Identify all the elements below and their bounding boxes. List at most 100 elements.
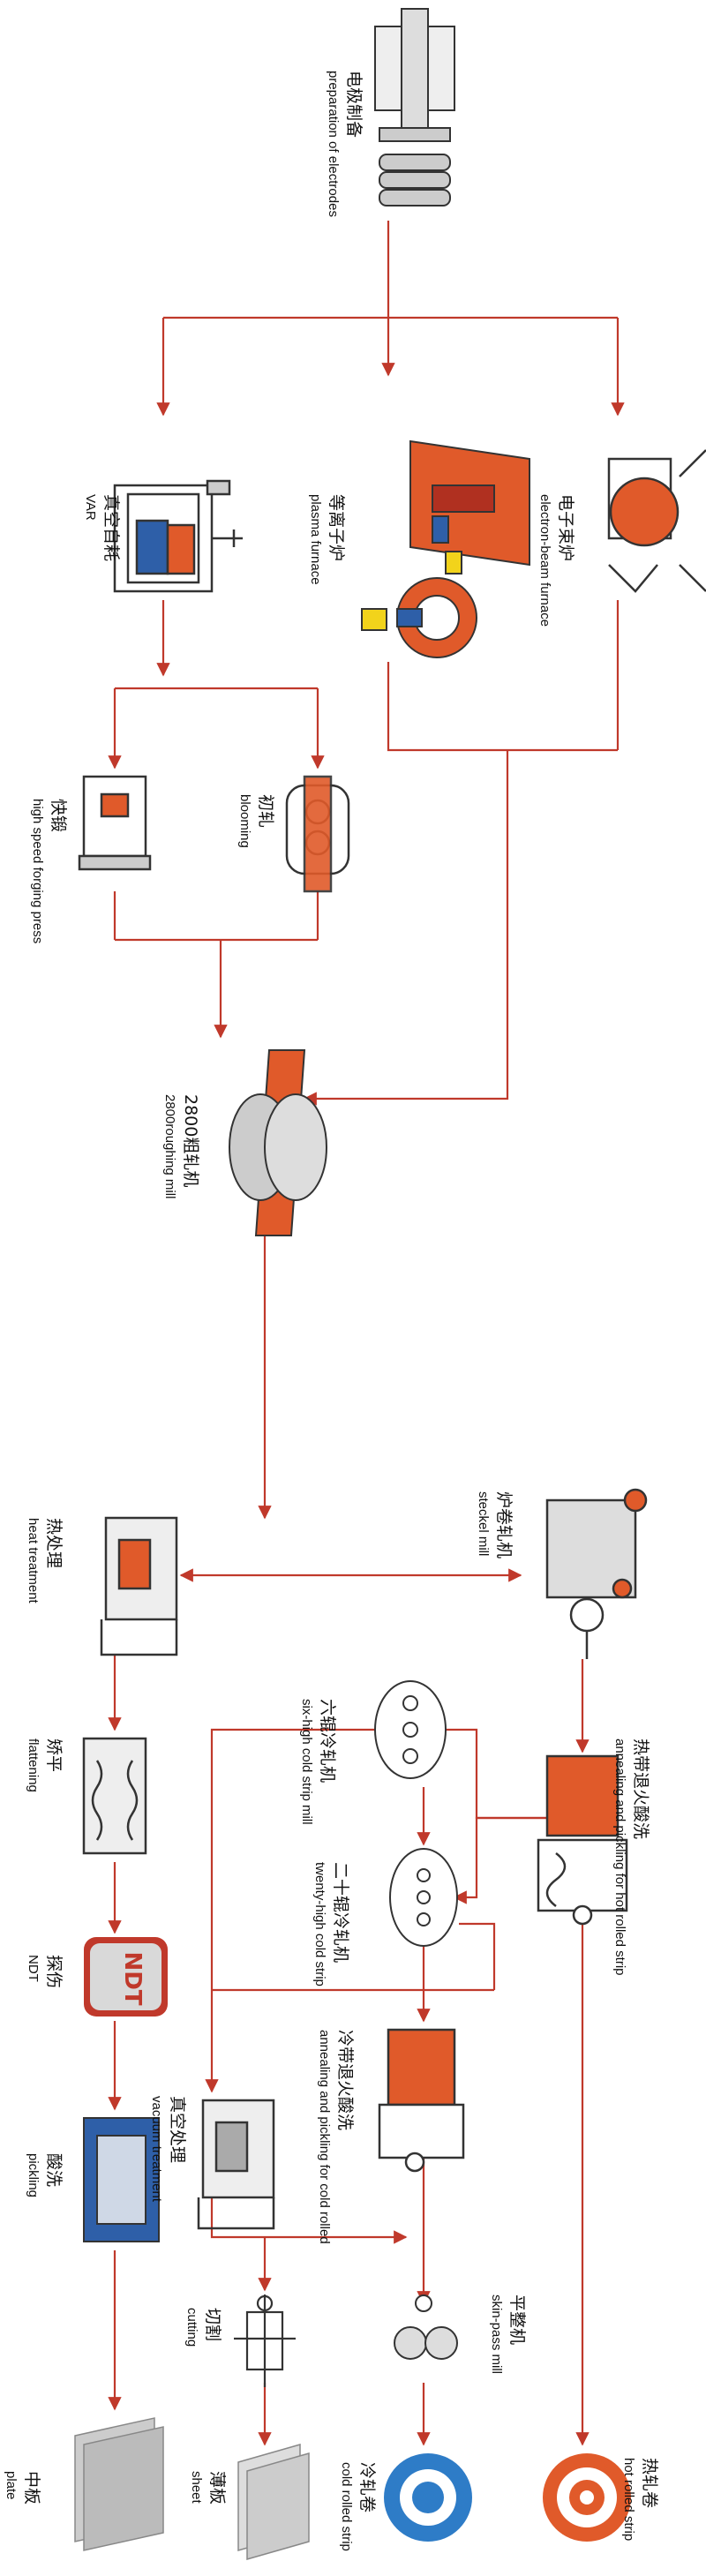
flattening-mill-icon bbox=[82, 1737, 147, 1855]
label-heat-cn: 热处理 bbox=[44, 1518, 64, 1568]
ndt-box-icon: NDT bbox=[84, 1937, 168, 2016]
label-skinpass-en: skin-pass mill bbox=[489, 2294, 504, 2374]
label-flattening-en: flattening bbox=[26, 1739, 41, 1792]
cold-strip-coil-icon bbox=[384, 2453, 472, 2542]
label-roughing-cn: 2800粗轧机 bbox=[181, 1094, 200, 1187]
var-furnace-icon bbox=[113, 479, 243, 593]
label-plate: 中板 plate bbox=[4, 2471, 41, 2505]
label-twenty-cn: 二十辊冷轧机 bbox=[331, 1862, 350, 1963]
label-ebeam-cn: 电子束炉 bbox=[556, 494, 575, 561]
arrow-anneal-to-sixhigh bbox=[431, 1723, 547, 1820]
label-blooming-en: blooming bbox=[237, 794, 252, 848]
label-var-cn: 真空自耗 bbox=[101, 494, 121, 561]
arrow-ebeam-right-down bbox=[303, 750, 509, 1106]
label-ebeam-en: electron-beam furnace bbox=[537, 494, 552, 627]
label-sheet-en: sheet bbox=[189, 2471, 204, 2505]
forging-press-icon bbox=[78, 775, 152, 871]
label-cutting-cn: 切割 bbox=[203, 2308, 222, 2341]
label-electrodes-cn: 电极制备 bbox=[344, 71, 364, 138]
label-var: 真空自耗 VAR bbox=[83, 494, 121, 561]
vacuum-treatment-icon bbox=[197, 2099, 275, 2230]
label-sheet: 薄板 sheet bbox=[189, 2471, 227, 2505]
label-anneal-hot: 热带退火酸洗 annealing and pickling for hot ro… bbox=[612, 1739, 650, 1976]
label-plasma: 等离子炉 plasma furnace bbox=[308, 494, 346, 585]
electrodes-press-icon bbox=[374, 8, 455, 207]
arrow-vacuum-split bbox=[210, 2197, 408, 2244]
label-skinpass-cn: 平整机 bbox=[507, 2294, 527, 2345]
sixhigh-mill-icon bbox=[374, 1680, 447, 1779]
label-plate-en: plate bbox=[4, 2471, 19, 2500]
label-blooming-cn: 初轧 bbox=[256, 794, 275, 828]
heat-treatment-icon bbox=[100, 1516, 178, 1656]
label-coldstrip-en: cold rolled strip bbox=[339, 2462, 354, 2551]
label-twenty: 二十辊冷轧机 twenty-high cold strip bbox=[312, 1862, 350, 1986]
label-plate-cn: 中板 bbox=[22, 2471, 41, 2505]
label-anneal-cold-en: annealing and pickling for cold rolled bbox=[317, 2030, 332, 2244]
label-heat-en: heat treatment bbox=[26, 1518, 41, 1604]
twenty-mill-icon bbox=[389, 1848, 458, 1947]
label-twenty-en: twenty-high cold strip bbox=[312, 1862, 327, 1986]
label-sixhigh-cn: 六辊冷轧机 bbox=[318, 1699, 337, 1783]
flow-arrows bbox=[108, 221, 625, 2446]
anneal-cold-line-icon bbox=[378, 2028, 465, 2173]
blooming-mill-icon bbox=[285, 775, 350, 893]
label-anneal-cold-cn: 冷带退火酸洗 bbox=[335, 2030, 355, 2130]
arrow-plasma-down bbox=[387, 662, 618, 752]
label-sixhigh: 六辊冷轧机 six-high cold strip mill bbox=[299, 1699, 337, 1825]
node-labels: 电极制备 preparation of electrodes 真空自耗 VAR … bbox=[4, 71, 659, 2551]
label-steckel-en: steckel mill bbox=[476, 1491, 491, 1556]
label-ebeam: 电子束炉 electron-beam furnace bbox=[537, 494, 575, 627]
label-coldstrip-cn: 冷轧卷 bbox=[357, 2462, 377, 2512]
label-ndt-cn: 探伤 bbox=[44, 1955, 64, 1988]
label-flattening-cn: 矫平 bbox=[44, 1739, 64, 1772]
label-ndt-en: NDT bbox=[26, 1955, 41, 1982]
label-flattening: 矫平 flattening bbox=[26, 1739, 64, 1792]
label-hotstrip: 热轧卷 hot rolled strip bbox=[621, 2458, 659, 2541]
electrode-bars-icon bbox=[379, 154, 451, 207]
cutting-machine-icon bbox=[234, 2294, 296, 2387]
label-plasma-en: plasma furnace bbox=[308, 494, 323, 585]
label-coldstrip: 冷轧卷 cold rolled strip bbox=[339, 2462, 377, 2551]
label-steckel: 炉卷轧机 steckel mill bbox=[476, 1491, 514, 1558]
label-ndt: 探伤 NDT bbox=[26, 1955, 64, 1988]
label-steckel-cn: 炉卷轧机 bbox=[494, 1491, 514, 1558]
label-plasma-cn: 等离子炉 bbox=[327, 494, 346, 561]
label-sheet-cn: 薄板 bbox=[207, 2471, 227, 2505]
label-skinpass: 平整机 skin-pass mill bbox=[489, 2294, 527, 2374]
label-electrodes: 电极制备 preparation of electrodes bbox=[326, 71, 364, 217]
sheet-stack-icon bbox=[237, 2444, 310, 2560]
label-vacuum-en: vacuum treatment bbox=[149, 2096, 164, 2203]
plate-stack-icon bbox=[74, 2417, 164, 2551]
label-forging-en: high speed forging press bbox=[30, 799, 45, 943]
label-anneal-cold: 冷带退火酸洗 annealing and pickling for cold r… bbox=[317, 2030, 355, 2244]
label-var-en: VAR bbox=[83, 494, 98, 521]
label-sixhigh-en: six-high cold strip mill bbox=[299, 1699, 314, 1825]
label-cutting: 切割 cutting bbox=[184, 2308, 222, 2347]
label-roughing-en: 2800roughing mill bbox=[162, 1094, 177, 1198]
plasma-furnace-icon bbox=[361, 439, 530, 658]
label-pickling-en: pickling bbox=[26, 2153, 41, 2197]
label-hotstrip-en: hot rolled strip bbox=[621, 2458, 636, 2541]
arrow-anneal-cold-return bbox=[459, 1922, 496, 1990]
skinpass-mill-icon bbox=[394, 2294, 458, 2360]
label-roughing: 2800粗轧机 2800roughing mill bbox=[162, 1094, 200, 1198]
label-vacuum-cn: 真空处理 bbox=[168, 2096, 187, 2163]
hot-strip-coil-icon bbox=[543, 2453, 631, 2542]
label-heat: 热处理 heat treatment bbox=[26, 1518, 64, 1604]
label-cutting-en: cutting bbox=[184, 2308, 199, 2347]
label-anneal-hot-cn: 热带退火酸洗 bbox=[631, 1739, 650, 1839]
label-forging-cn: 快锻 bbox=[49, 799, 68, 832]
label-anneal-hot-en: annealing and pickling for hot rolled st… bbox=[612, 1739, 627, 1976]
label-forging: 快锻 high speed forging press bbox=[30, 799, 68, 943]
ebeam-furnace-icon bbox=[607, 449, 706, 593]
ndt-badge-text: NDT bbox=[119, 1951, 146, 2005]
arrow-anneal-to-twenty bbox=[453, 1816, 547, 1904]
anneal-hot-line-icon bbox=[537, 1754, 628, 1926]
arrow-sixhigh-vacuum bbox=[205, 1728, 388, 2093]
label-blooming: 初轧 blooming bbox=[237, 794, 275, 848]
label-pickling-cn: 酸洗 bbox=[44, 2153, 64, 2187]
label-pickling: 酸洗 pickling bbox=[26, 2153, 64, 2197]
label-electrodes-en: preparation of electrodes bbox=[326, 71, 341, 217]
label-vacuum: 真空处理 vacuum treatment bbox=[149, 2096, 187, 2203]
